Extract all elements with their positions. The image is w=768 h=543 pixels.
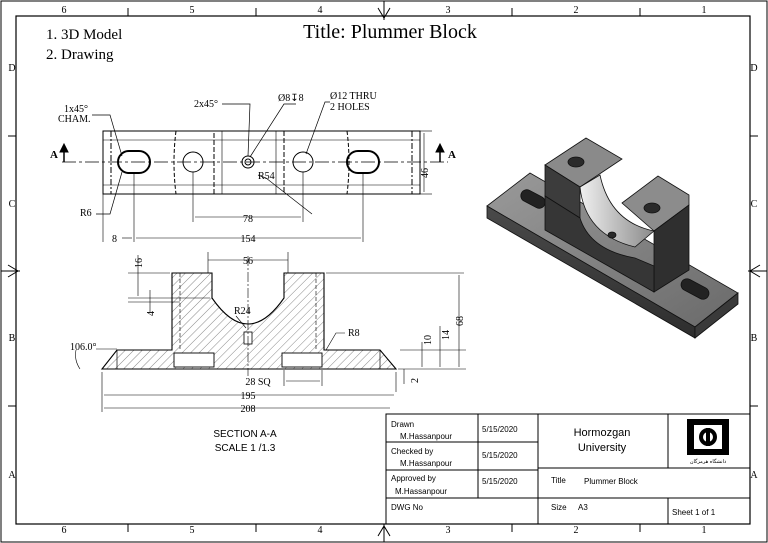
- approved-date: 5/15/2020: [482, 477, 518, 486]
- dim-68: 68: [455, 316, 466, 326]
- dim-56: 56: [243, 256, 253, 267]
- approved-label: Approved by: [391, 474, 436, 483]
- dim-208: 208: [241, 404, 256, 415]
- dim-thru-holes: Ø12 THRU: [330, 91, 378, 102]
- row-label-A-right: A: [750, 470, 758, 481]
- dwg-no-label: DWG No: [391, 503, 424, 512]
- dim-10: 10: [423, 335, 434, 345]
- col-label-4-bottom: 4: [318, 525, 323, 536]
- section-scale: SCALE 1 /1.3: [215, 443, 276, 454]
- drawn-by: M.Hassanpour: [400, 432, 452, 441]
- size-value: A3: [578, 503, 588, 512]
- dim-2: 2: [410, 378, 421, 383]
- dim-46: 46: [420, 168, 431, 178]
- section-caption: SECTION A-A: [213, 429, 277, 440]
- row-label-A: A: [8, 470, 16, 481]
- dim-r54: R54: [258, 171, 275, 182]
- row-label-B-right: B: [751, 333, 758, 344]
- dim-r24: R24: [234, 306, 251, 317]
- sheet-number: Sheet 1 of 1: [672, 508, 716, 517]
- org-name-line-2: University: [578, 442, 627, 454]
- dim-78: 78: [243, 214, 253, 225]
- col-label-3: 3: [446, 5, 451, 16]
- dim-16: 16: [134, 258, 145, 268]
- page-title: Title: Plummer Block: [303, 21, 477, 43]
- approved-by: M.Hassanpour: [395, 487, 447, 496]
- col-label-5: 5: [190, 5, 195, 16]
- row-label-D: D: [8, 63, 15, 74]
- title-value: Plummer Block: [584, 477, 639, 486]
- marker-a-right: A: [448, 149, 456, 161]
- org-name-line-1: Hormozgan: [574, 427, 631, 439]
- row-label-B: B: [9, 333, 16, 344]
- col-label-6-bottom: 6: [62, 525, 67, 536]
- col-label-1: 1: [702, 5, 707, 16]
- top-view: [59, 101, 448, 242]
- dim-chamfer-1-note: CHAM.: [58, 114, 91, 125]
- dim-thru-holes-count: 2 HOLES: [330, 102, 370, 113]
- dim-195: 195: [241, 391, 256, 402]
- isometric-model: [486, 137, 739, 339]
- checked-by: M.Hassanpour: [400, 459, 452, 468]
- drawn-date: 5/15/2020: [482, 425, 518, 434]
- col-label-5-bottom: 5: [190, 525, 195, 536]
- dim-154: 154: [241, 234, 256, 245]
- col-label-4: 4: [318, 5, 323, 16]
- dim-hole-depth: Ø8↧8: [278, 93, 304, 104]
- drawn-label: Drawn: [391, 420, 414, 429]
- size-label: Size: [551, 503, 567, 512]
- row-label-C-right: C: [751, 199, 758, 210]
- row-label-C: C: [9, 199, 16, 210]
- dim-chamfer-2: 2x45°: [194, 99, 218, 110]
- row-label-D-right: D: [750, 63, 757, 74]
- dim-r6: R6: [80, 208, 92, 219]
- section-view: [75, 252, 466, 412]
- marker-a-left: A: [50, 149, 58, 161]
- university-logo: دانشگاه هرمزگان: [687, 419, 729, 465]
- col-label-2: 2: [574, 5, 579, 16]
- contents-item-1: 1. 3D Model: [46, 27, 122, 43]
- col-label-6: 6: [62, 5, 67, 16]
- dim-28-sq: 28 SQ: [245, 377, 271, 388]
- contents-item-2: 2. Drawing: [46, 47, 114, 63]
- dim-8: 8: [112, 234, 117, 245]
- dim-4: 4: [146, 311, 157, 316]
- col-label-2-bottom: 2: [574, 525, 579, 536]
- checked-date: 5/15/2020: [482, 451, 518, 460]
- title-label: Title: [551, 476, 566, 485]
- dim-r8: R8: [348, 328, 360, 339]
- dim-angle: 106.0°: [70, 342, 97, 353]
- col-label-1-bottom: 1: [702, 525, 707, 536]
- col-label-3-bottom: 3: [446, 525, 451, 536]
- checked-label: Checked by: [391, 447, 433, 456]
- dim-14: 14: [441, 330, 452, 340]
- logo-caption: دانشگاه هرمزگان: [690, 458, 726, 465]
- title-block: [385, 413, 751, 525]
- dim-chamfer-1: 1x45°: [64, 104, 88, 115]
